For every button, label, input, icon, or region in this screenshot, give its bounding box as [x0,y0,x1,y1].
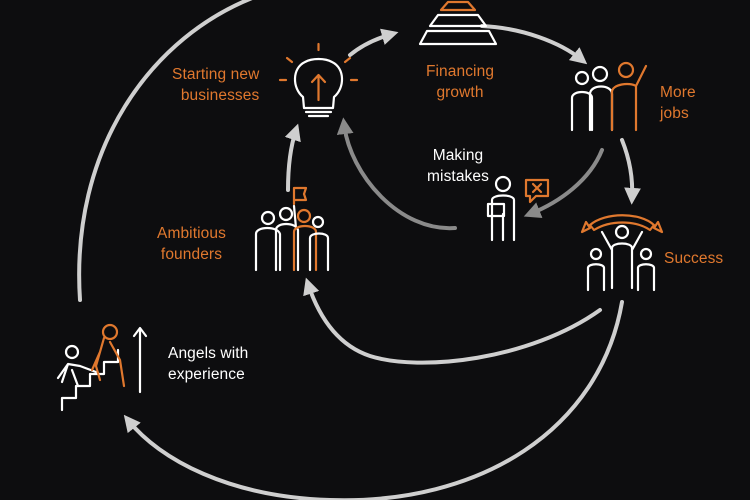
helping-climb-icon [56,323,148,412]
arrow-success-to-founders [303,277,602,365]
arrow-mistakes-to-starting [336,117,457,231]
celebrating-team-icon [580,214,664,292]
label-starting-new-businesses: Starting new businesses [172,66,260,104]
arrow-jobs-to-success [620,138,641,205]
label-ambitious-founders: Ambitious founders [157,225,226,263]
arrow-starting-to-financing [348,28,399,57]
label-financing-growth: Financing growth [425,63,495,101]
label-more-jobs: More jobs [660,84,696,122]
label-success: Success [664,250,724,267]
label-angels-with-experience: Angels with experience [168,345,249,383]
arrow-jobs-to-mistakes [523,148,604,219]
lightbulb-icon [278,42,359,118]
arrow-success-to-angels [123,300,624,500]
workers-group-icon [570,61,648,132]
presenter-icon [486,175,550,242]
arrow-financing-to-jobs [480,24,588,65]
label-making-mistakes: Making mistakes [427,147,489,185]
arrow-angels-outer-arc [77,0,253,302]
pyramid-icon [418,0,498,46]
arrow-founders-to-starting [284,123,301,192]
founders-flag-icon [254,186,330,272]
